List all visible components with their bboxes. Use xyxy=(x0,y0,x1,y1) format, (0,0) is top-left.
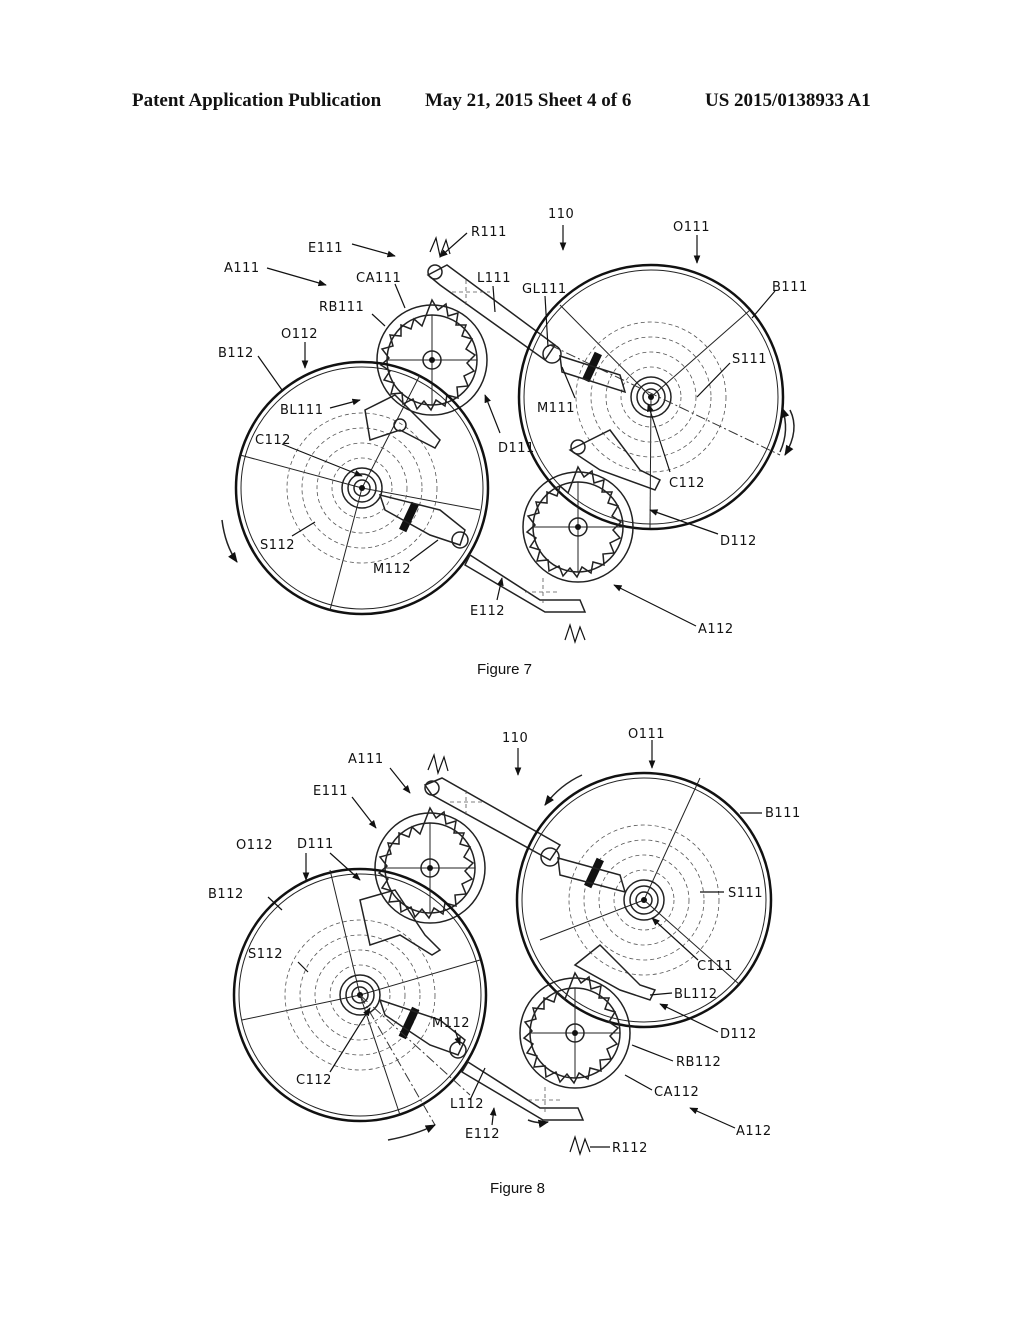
label-D112-fig8: D112 xyxy=(720,1027,757,1042)
spring-R111 xyxy=(430,238,450,256)
label-RB112-fig8: RB112 xyxy=(676,1055,721,1070)
leader-lines-fig7 xyxy=(258,225,775,626)
label-C111-fig8: C111 xyxy=(697,959,733,974)
balance-wheel-B112 xyxy=(236,362,488,614)
label-S112-fig8: S112 xyxy=(248,947,283,962)
label-C112-right: C112 xyxy=(669,476,705,491)
label-RB111: RB111 xyxy=(319,300,364,315)
label-S111-fig8: S111 xyxy=(728,886,763,901)
rotation-arrow-bottom xyxy=(388,1125,435,1140)
label-E112: E112 xyxy=(470,604,505,619)
label-CA111: CA111 xyxy=(356,271,401,286)
label-O112: O112 xyxy=(281,327,318,342)
label-BL112-fig8: BL112 xyxy=(674,987,717,1002)
label-A112-fig8: A112 xyxy=(736,1124,772,1139)
label-L112-fig8: L112 xyxy=(450,1097,484,1112)
header-date-sheet: May 21, 2015 Sheet 4 of 6 xyxy=(425,90,631,112)
label-B112-fig8: B112 xyxy=(208,887,244,902)
spring-R112 xyxy=(565,625,585,642)
balance-wheel-B112-fig8 xyxy=(234,869,486,1125)
figure-8-caption: Figure 8 xyxy=(490,1180,545,1197)
label-R111: R111 xyxy=(471,225,507,240)
spring-R111-fig8 xyxy=(428,755,448,773)
spring-R112-fig8 xyxy=(570,1137,590,1154)
label-D112: D112 xyxy=(720,534,757,549)
label-O111: O111 xyxy=(673,220,710,235)
label-110-fig8: 110 xyxy=(502,731,528,746)
escape-wheel-A112-fig8 xyxy=(520,945,655,1088)
label-M112-fig8: M112 xyxy=(432,1016,470,1031)
label-O112-fig8: O112 xyxy=(236,838,273,853)
label-E111: E111 xyxy=(308,241,343,256)
label-GL111: GL111 xyxy=(522,282,567,297)
label-CA112-fig8: CA112 xyxy=(654,1085,699,1100)
label-C112-fig8: C112 xyxy=(296,1073,332,1088)
pallet-fork-left xyxy=(365,395,440,448)
label-D111-fig8: D111 xyxy=(297,837,334,852)
label-BL111: BL111 xyxy=(280,403,323,418)
label-110: 110 xyxy=(548,207,574,222)
label-D111: D111 xyxy=(498,441,535,456)
label-B111-fig8: B111 xyxy=(765,806,801,821)
label-A112: A112 xyxy=(698,622,734,637)
label-S111: S111 xyxy=(732,352,767,367)
label-L111: L111 xyxy=(477,271,511,286)
label-B111: B111 xyxy=(772,280,808,295)
figure-7-drawing: 110 E111 R111 O111 A111 CA111 L111 GL111… xyxy=(0,190,1024,650)
escape-wheel-A111 xyxy=(377,300,487,415)
header-patent-number: US 2015/0138933 A1 xyxy=(705,90,871,112)
figure-7-caption: Figure 7 xyxy=(477,661,532,678)
label-E111-fig8: E111 xyxy=(313,784,348,799)
label-C112-top: C112 xyxy=(255,433,291,448)
label-M112: M112 xyxy=(373,562,411,577)
label-O111-fig8: O111 xyxy=(628,727,665,742)
figure-8-drawing: A111 110 O111 E111 B111 O112 D111 B112 S… xyxy=(0,720,1024,1170)
label-E112-fig8: E112 xyxy=(465,1127,500,1142)
header-publication: Patent Application Publication xyxy=(132,90,381,112)
label-M111: M111 xyxy=(537,401,575,416)
escape-wheel-A111-fig8 xyxy=(375,808,485,923)
label-R112-fig8: R112 xyxy=(612,1141,648,1156)
label-B112: B112 xyxy=(218,346,254,361)
label-A111: A111 xyxy=(224,261,260,276)
rotation-arrow-left xyxy=(222,520,237,562)
rotation-arrow-right xyxy=(785,410,794,455)
label-S112: S112 xyxy=(260,538,295,553)
pallet-fork-right xyxy=(570,430,660,490)
label-A111-fig8: A111 xyxy=(348,752,384,767)
